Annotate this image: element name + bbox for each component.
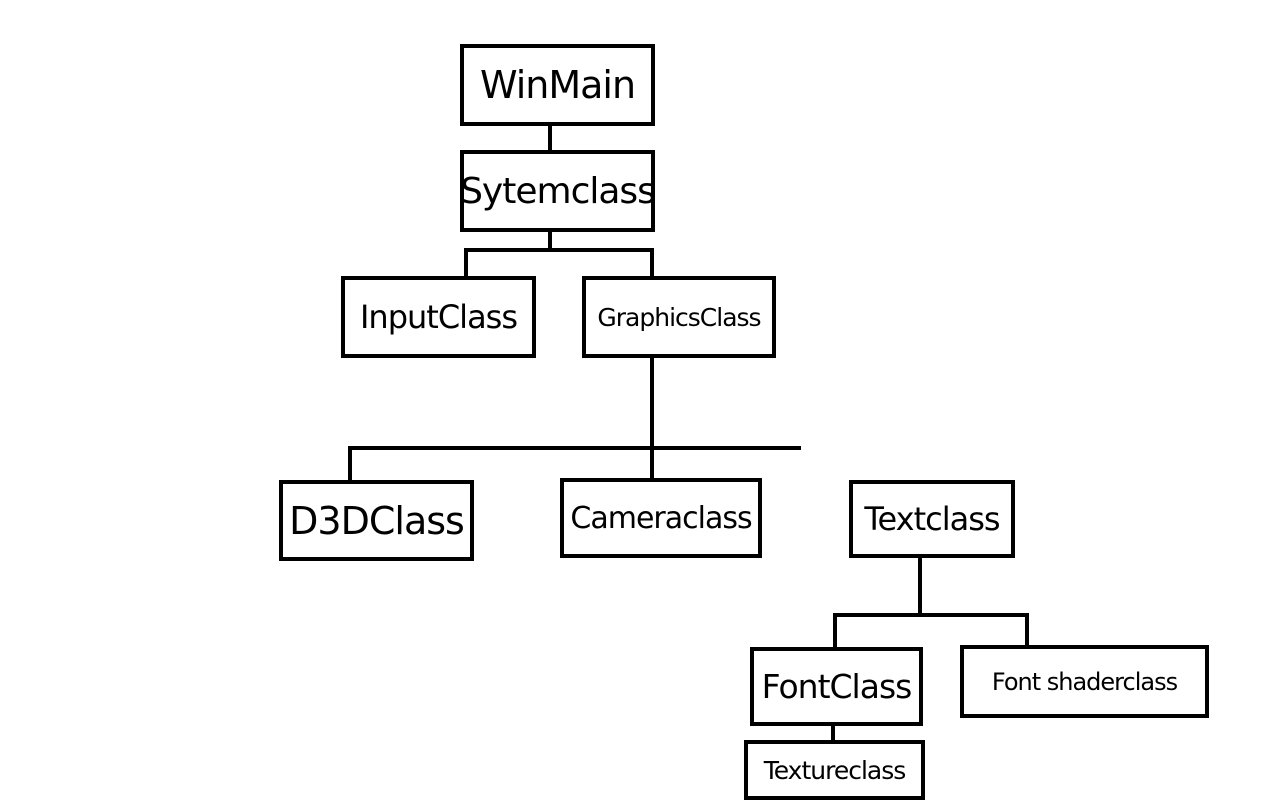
node-label: GraphicsClass	[597, 302, 761, 332]
edge-to-fontshaderclass	[1025, 613, 1029, 647]
edge-to-cameraclass	[650, 446, 654, 480]
node-fontshaderclass: Font shaderclass	[960, 645, 1209, 718]
node-label: D3DClass	[289, 498, 465, 543]
node-d3dclass: D3DClass	[279, 480, 474, 561]
node-textclass: Textclass	[849, 480, 1015, 558]
node-label: Textclass	[864, 500, 1000, 538]
node-label: FontClass	[761, 667, 913, 706]
edge-textclass-branch	[833, 613, 1029, 617]
edge-graphicsclass-branch	[348, 446, 801, 450]
node-winmain: WinMain	[460, 44, 655, 126]
node-label: InputClass	[359, 298, 518, 336]
node-graphicsclass: GraphicsClass	[582, 276, 776, 358]
node-inputclass: InputClass	[341, 276, 536, 358]
edge-to-fontclass	[833, 613, 837, 649]
node-fontclass: FontClass	[750, 647, 923, 726]
edge-systemclass-branch	[464, 248, 654, 252]
edge-textclass-stem	[918, 556, 922, 616]
node-label: Sytemclass	[460, 170, 656, 212]
node-label: Font shaderclass	[991, 667, 1178, 696]
node-label: Textureclass	[763, 755, 907, 785]
node-label: WinMain	[479, 63, 636, 107]
edge-to-inputclass	[464, 248, 468, 278]
node-systemclass: Sytemclass	[460, 150, 656, 232]
edge-winmain-systemclass	[548, 124, 552, 152]
node-cameraclass: Cameraclass	[560, 478, 762, 558]
node-label: Cameraclass	[570, 500, 752, 536]
edge-fontclass-textureclass	[831, 724, 835, 744]
node-textureclass: Textureclass	[744, 740, 925, 800]
edge-to-graphicsclass	[650, 248, 654, 278]
edge-systemclass-stem	[548, 230, 552, 250]
edge-to-d3dclass	[348, 446, 352, 482]
edge-graphicsclass-stem	[650, 356, 654, 448]
